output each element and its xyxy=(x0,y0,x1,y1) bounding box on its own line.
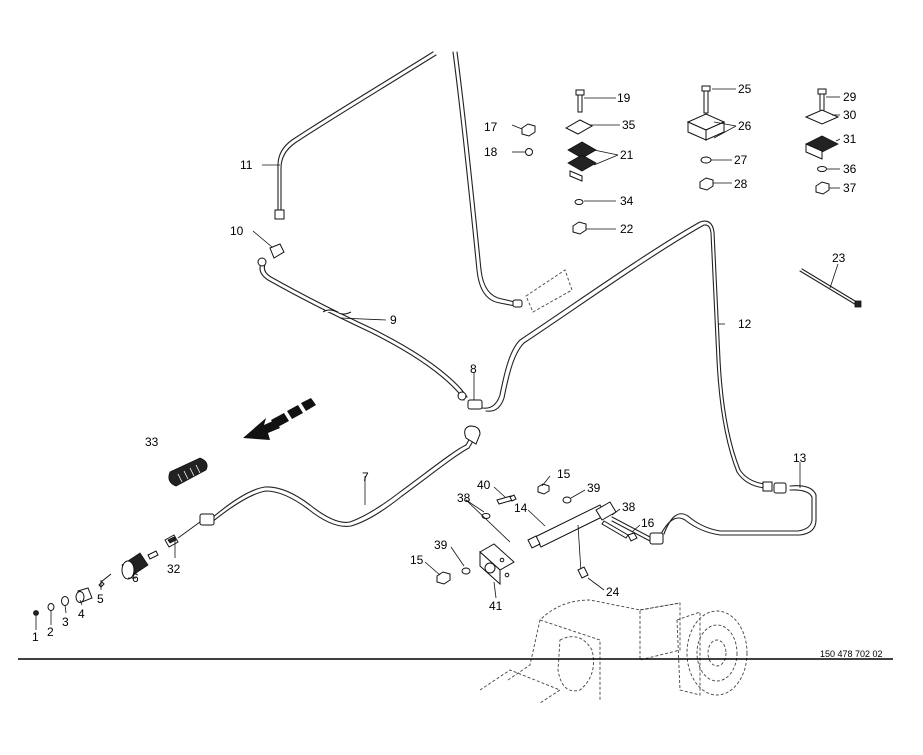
label-1: 1 xyxy=(32,630,39,644)
label-39-upper: 39 xyxy=(587,481,601,495)
label-38-right: 38 xyxy=(622,500,636,514)
tee-fitting-8 xyxy=(457,391,483,410)
leader-lines-38-40 xyxy=(465,499,511,543)
label-36: 36 xyxy=(843,162,857,176)
brake-pipe-vertical xyxy=(452,51,523,308)
brake-pipe-9 xyxy=(259,261,468,401)
brake-pipe-11 xyxy=(274,51,437,220)
label-4: 4 xyxy=(78,607,85,621)
brake-pipe-13 xyxy=(649,482,817,545)
label-22: 22 xyxy=(620,222,634,236)
cable-tie-23 xyxy=(799,268,862,308)
travel-direction-arrow xyxy=(243,398,316,440)
label-29: 29 xyxy=(843,90,857,104)
label-9: 9 xyxy=(390,313,397,327)
label-15-upper: 15 xyxy=(557,467,571,481)
brake-pipe-lower-right xyxy=(611,516,651,542)
label-38-left: 38 xyxy=(457,491,471,505)
label-15-lower: 15 xyxy=(410,553,424,567)
clamp-assembly-25-26-27-28 xyxy=(686,85,726,191)
valve-body-14 xyxy=(527,501,617,579)
label-26: 26 xyxy=(738,119,752,133)
label-3: 3 xyxy=(62,615,69,629)
label-13: 13 xyxy=(793,451,807,465)
label-7: 7 xyxy=(362,470,369,484)
brake-pipe-7 xyxy=(199,425,481,527)
label-32: 32 xyxy=(167,562,181,576)
label-39-lower: 39 xyxy=(434,538,448,552)
drawing-number: 150 478 702 02 xyxy=(820,649,883,659)
label-10: 10 xyxy=(230,224,244,238)
label-34: 34 xyxy=(620,194,634,208)
label-37: 37 xyxy=(843,181,857,195)
small-bolts-and-washers xyxy=(436,483,572,585)
label-12: 12 xyxy=(738,317,752,331)
label-28: 28 xyxy=(734,177,748,191)
label-35: 35 xyxy=(622,118,636,132)
label-23: 23 xyxy=(832,251,846,265)
bolt-16 xyxy=(601,520,638,542)
leader-lines xyxy=(35,88,841,630)
label-6: 6 xyxy=(132,571,139,585)
label-40: 40 xyxy=(477,478,491,492)
axle-outline xyxy=(479,599,748,704)
label-19: 19 xyxy=(617,91,631,105)
label-25: 25 xyxy=(738,82,752,96)
label-41: 41 xyxy=(489,599,503,613)
hose-grip-33 xyxy=(168,457,208,487)
label-17: 17 xyxy=(484,120,498,134)
label-18: 18 xyxy=(484,145,498,159)
label-16: 16 xyxy=(641,516,655,530)
part-number-labels: 1 2 3 4 5 6 7 8 9 10 11 12 13 14 15 15 1… xyxy=(32,82,857,644)
clamp-assembly-29-30-31-36-37 xyxy=(804,88,840,195)
label-33: 33 xyxy=(145,435,159,449)
label-30: 30 xyxy=(843,108,857,122)
label-24: 24 xyxy=(606,585,620,599)
label-2: 2 xyxy=(47,625,54,639)
label-27: 27 xyxy=(734,153,748,167)
label-5: 5 xyxy=(97,592,104,606)
hose-coupling-parts xyxy=(33,521,201,616)
clamp-assembly-19-35-21-34-22 xyxy=(564,89,597,235)
elbow-fitting-10 xyxy=(257,243,285,267)
hose-ghost xyxy=(525,269,573,313)
hex-nut-17 xyxy=(521,123,536,156)
flange-41 xyxy=(479,543,515,586)
label-11: 11 xyxy=(240,158,253,172)
brake-pipe-12 xyxy=(481,220,773,492)
label-31: 31 xyxy=(843,132,857,146)
label-21: 21 xyxy=(620,148,634,162)
label-8: 8 xyxy=(470,362,477,376)
label-14: 14 xyxy=(514,501,528,515)
